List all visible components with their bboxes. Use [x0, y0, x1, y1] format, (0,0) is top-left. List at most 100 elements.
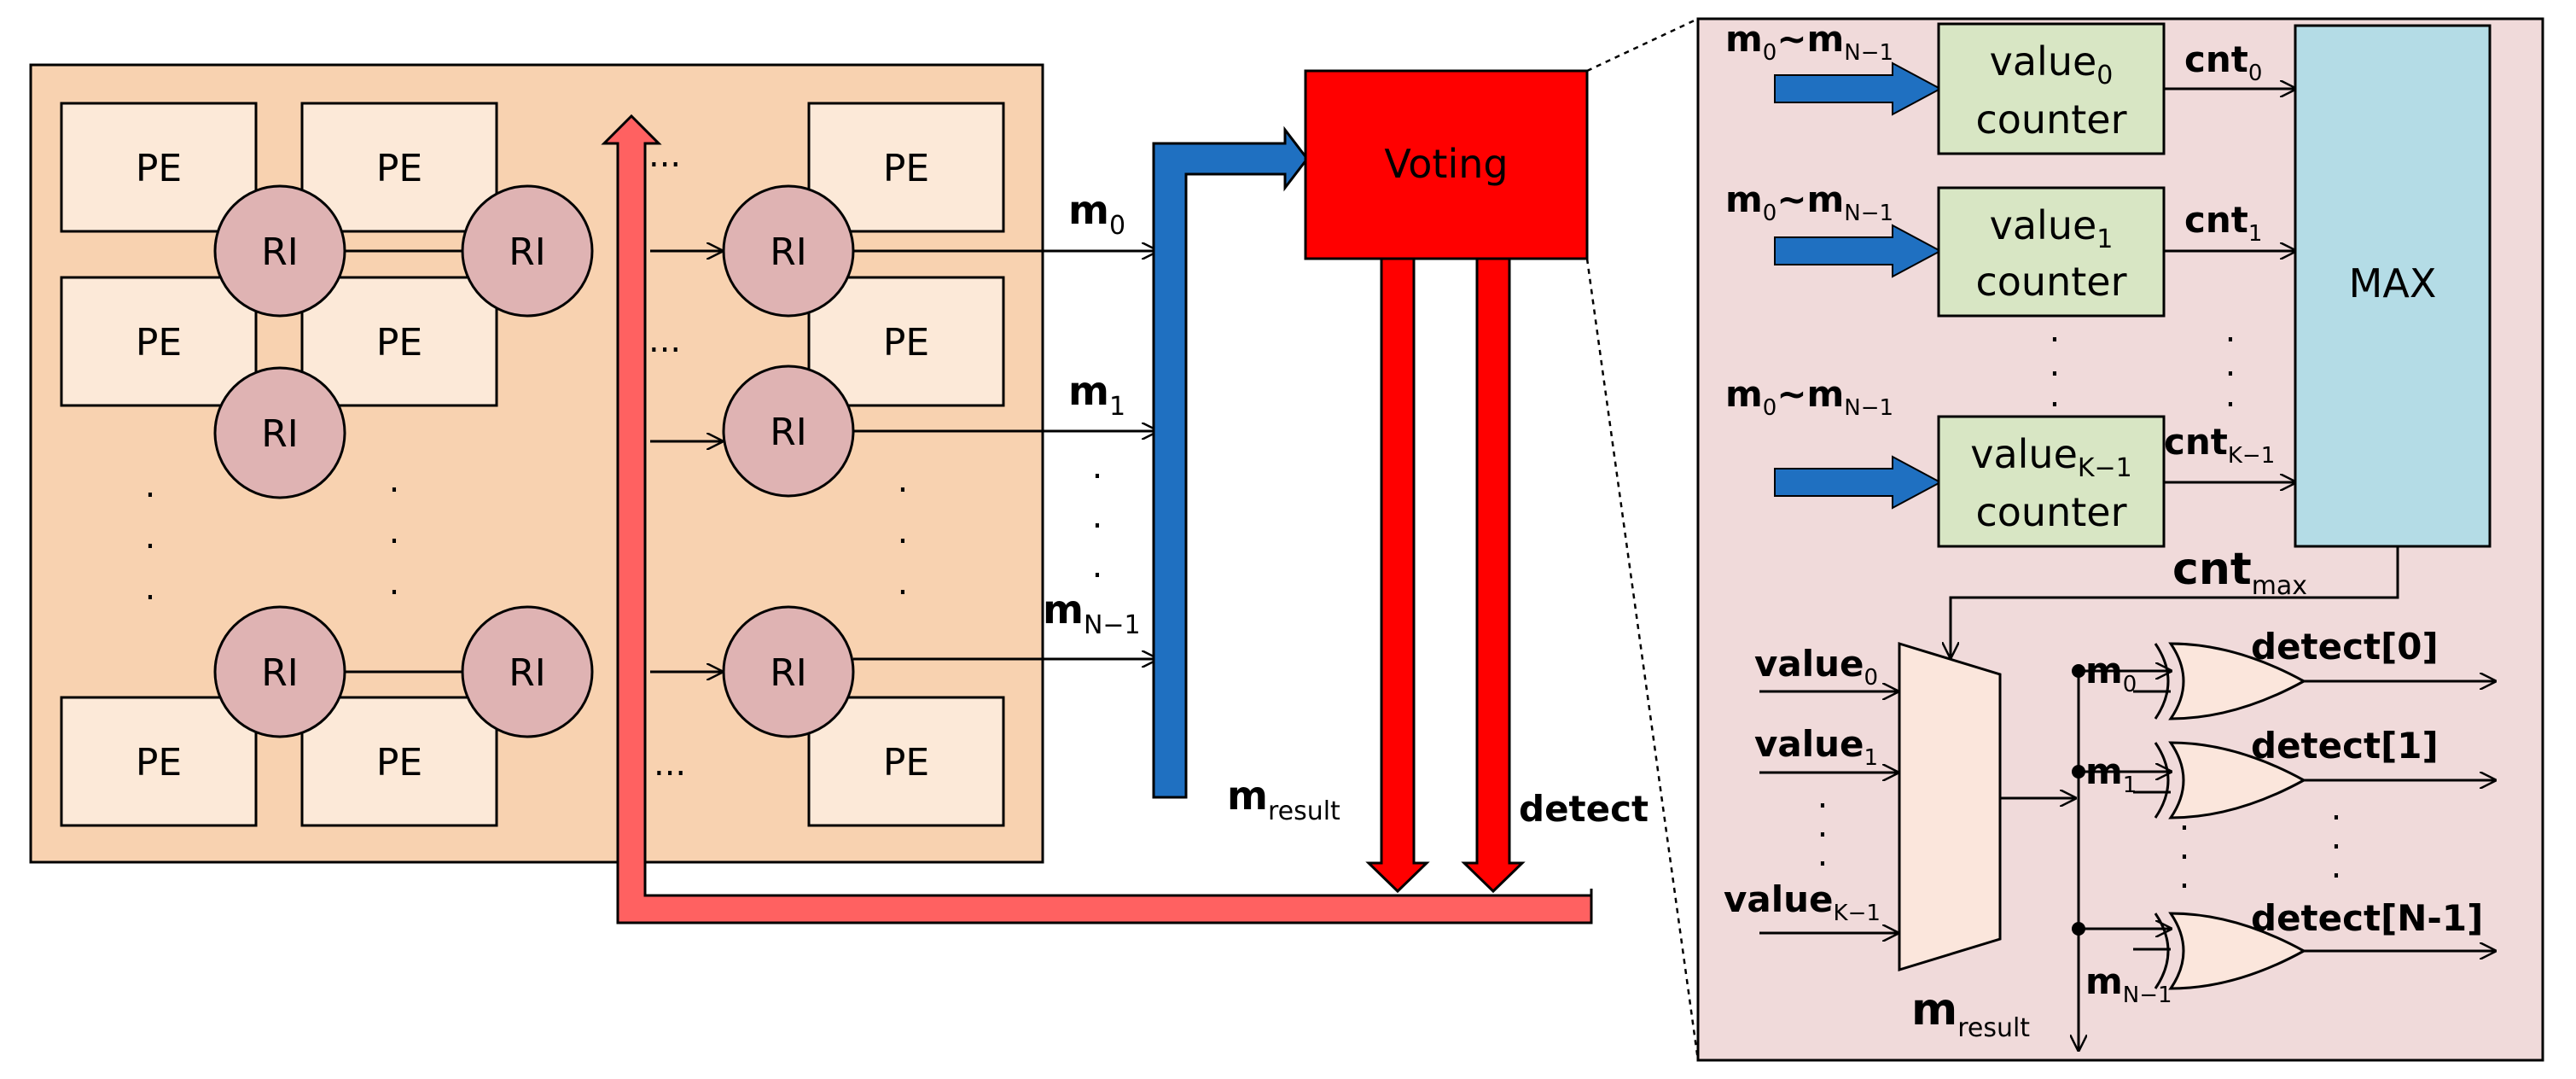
- svg-text:.: .: [2179, 799, 2190, 838]
- detail-mresult-label: mresult: [1911, 984, 2030, 1043]
- pe-box: PE: [300, 102, 498, 233]
- detect-label: detect[N-1]: [2251, 897, 2483, 939]
- svg-text:PE: PE: [883, 321, 929, 365]
- svg-text:.: .: [389, 512, 400, 551]
- svg-text:.: .: [389, 563, 400, 603]
- svg-text:counter: counter: [1976, 96, 2127, 143]
- signal-mn1: mN−1: [1043, 586, 1141, 640]
- pe-box: PE: [300, 276, 498, 407]
- svg-text:Voting: Voting: [1384, 141, 1508, 187]
- svg-text:PE: PE: [136, 147, 182, 190]
- svg-text:RI: RI: [261, 230, 299, 274]
- cntmax-route: [1951, 546, 2399, 657]
- svg-text:.: .: [898, 563, 909, 603]
- svg-text:RI: RI: [261, 651, 299, 695]
- svg-text:.: .: [898, 461, 909, 500]
- svg-text:RI: RI: [509, 230, 546, 274]
- svg-text:counter: counter: [1976, 259, 2127, 305]
- signal-m0: m0: [1068, 187, 1125, 241]
- svg-text:PE: PE: [883, 147, 929, 190]
- svg-text:value0: value0: [1990, 38, 2114, 90]
- svg-text:.: .: [1092, 546, 1103, 586]
- mux-input-label: valueK−1: [1724, 878, 1881, 926]
- value-counter: valueK−1 counter: [1937, 415, 2166, 548]
- svg-text:.: .: [2050, 345, 2061, 384]
- svg-text:.: .: [2050, 311, 2061, 350]
- ri-node: RI: [722, 605, 855, 738]
- svg-text:.: .: [1817, 777, 1829, 816]
- pe-box: PE: [60, 696, 258, 827]
- voting-detail: m0~mN−1 m0~mN−1 m0~mN−1 value0 counter v…: [1696, 17, 2544, 1062]
- bus-to-ri-arrows: [650, 251, 722, 672]
- xor-gate: [2154, 912, 2307, 990]
- blue-bus-arrow: [1152, 125, 1309, 799]
- counter-input-arrow: [1774, 224, 1943, 278]
- ri-node: RI: [461, 605, 594, 738]
- array-ellipsis: ...: [648, 321, 681, 360]
- svg-text:.: .: [145, 466, 156, 505]
- svg-text:PE: PE: [376, 147, 422, 190]
- cnt-label: cnt0: [2184, 38, 2262, 86]
- svg-text:.: .: [2225, 376, 2236, 415]
- mux-block: [1898, 641, 2002, 972]
- svg-text:PE: PE: [883, 741, 929, 784]
- svg-text:RI: RI: [770, 411, 807, 454]
- xor-gate: [2154, 642, 2307, 720]
- signal-vertical-dots: . . .: [1092, 447, 1103, 586]
- pe-box: PE: [807, 102, 1005, 233]
- svg-text:RI: RI: [770, 230, 807, 274]
- pe-array: PE PE PE PE PE PE PE PE PE RI RI RI RI R…: [29, 63, 1044, 864]
- svg-text:.: .: [2331, 818, 2342, 857]
- counter-input-label: m0~mN−1: [1725, 18, 1893, 66]
- max-block: MAX: [2294, 24, 2492, 548]
- mux-input-label: value1: [1754, 723, 1878, 771]
- ri-node: RI: [461, 184, 594, 318]
- svg-text:.: .: [2331, 847, 2342, 886]
- detect-label: detect[1]: [2251, 725, 2439, 767]
- svg-text:RI: RI: [261, 412, 299, 456]
- svg-text:PE: PE: [376, 321, 422, 365]
- detect-output-arrow: [1461, 257, 1526, 894]
- svg-text:.: .: [2179, 857, 2190, 896]
- svg-text:PE: PE: [136, 741, 182, 784]
- xor-gate: [2154, 741, 2307, 819]
- mux-input-arrows: [1759, 691, 1898, 933]
- detect-output-arrows: [2304, 681, 2495, 951]
- counter-input-label: m0~mN−1: [1725, 178, 1893, 226]
- counter-input-arrow: [1774, 455, 1943, 510]
- feedback-bus-arrow: [601, 114, 1593, 924]
- xor-m-label: mN−1: [2085, 960, 2172, 1008]
- detect-label: detect[0]: [2251, 626, 2439, 668]
- array-vertical-dots: . . . . . . . . .: [145, 461, 909, 608]
- svg-text:.: .: [145, 517, 156, 557]
- svg-text:counter: counter: [1976, 489, 2127, 535]
- ri-node: RI: [722, 184, 855, 318]
- cnt-label: cnt1: [2184, 199, 2262, 247]
- svg-text:.: .: [389, 461, 400, 500]
- svg-text:.: .: [1092, 497, 1103, 536]
- mresult-output-arrow: [1365, 257, 1430, 894]
- counter-vertical-dots: . . . . . .: [2050, 311, 2236, 415]
- signal-detect: detect: [1519, 788, 1649, 830]
- svg-text:.: .: [2225, 311, 2236, 350]
- pe-box: PE: [807, 276, 1005, 407]
- pe-box: PE: [60, 102, 258, 233]
- ri-node: RI: [213, 605, 346, 738]
- svg-text:PE: PE: [376, 741, 422, 784]
- cnt-label: cntK−1: [2164, 421, 2275, 469]
- svg-text:RI: RI: [509, 651, 546, 695]
- svg-text:.: .: [898, 512, 909, 551]
- array-ellipsis: ...: [654, 744, 686, 784]
- xor-m-label: m1: [2085, 750, 2137, 798]
- svg-text:valueK−1: valueK−1: [1970, 431, 2132, 483]
- cnt-arrows: [2164, 89, 2295, 482]
- counter-input-arrow: [1774, 61, 1943, 116]
- feedback-bus: [601, 114, 1593, 924]
- detect-vertical-dots: . . . . . .: [2179, 789, 2342, 896]
- counter-input-label: m0~mN−1: [1725, 373, 1893, 421]
- cntmax-label: cntmax: [2172, 544, 2307, 601]
- svg-text:.: .: [145, 569, 156, 608]
- value-counter: value1 counter: [1937, 186, 2166, 318]
- ri-output-lines: [853, 251, 1157, 659]
